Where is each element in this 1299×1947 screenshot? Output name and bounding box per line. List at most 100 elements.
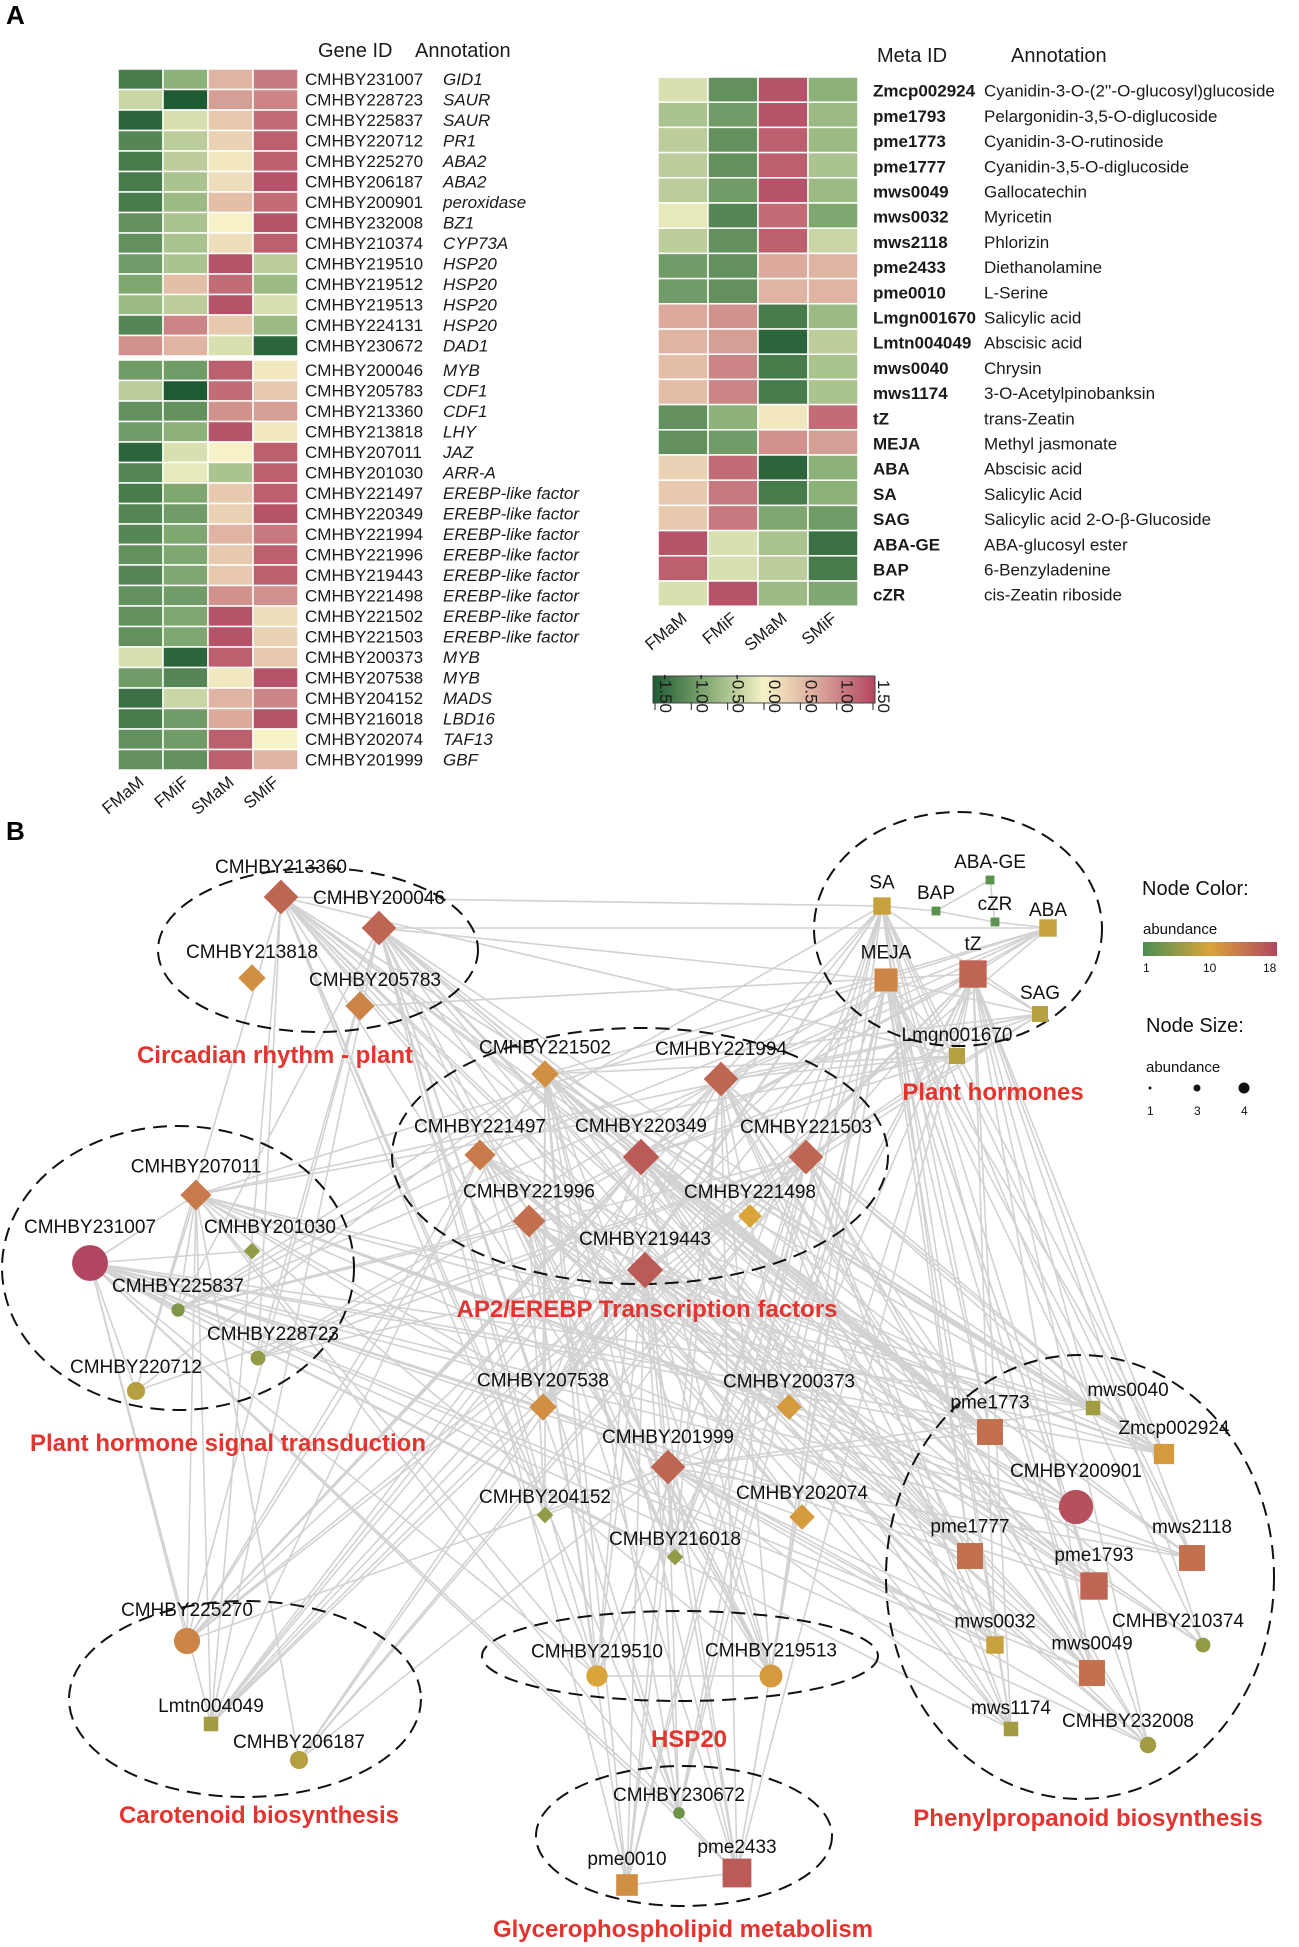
heatmap-cell xyxy=(207,420,254,443)
network-node xyxy=(173,1627,201,1655)
network-edge xyxy=(640,1156,996,1646)
network-node-label: CMHBY232008 xyxy=(1062,1711,1194,1732)
heatmap-cell xyxy=(162,420,209,443)
row-annotation-label: HSP20 xyxy=(443,316,497,335)
heatmap-cell xyxy=(162,359,209,382)
heatmap-cell xyxy=(162,170,209,193)
row-id-label: tZ xyxy=(873,409,889,428)
heatmap-cell xyxy=(707,580,759,607)
group-label: Carotenoid biosynthesis xyxy=(119,1802,399,1829)
heatmap-cell xyxy=(707,277,759,305)
network-edge xyxy=(195,1194,544,1408)
network-edge xyxy=(378,927,887,981)
network-node xyxy=(776,1394,802,1420)
row-id-label: CMHBY204152 xyxy=(305,689,423,708)
row-id-label: CMHBY207538 xyxy=(305,668,423,687)
heatmap-cell xyxy=(807,101,859,129)
network-edge xyxy=(667,1466,1149,1746)
row-annotation-label: Salicylic Acid xyxy=(984,485,1082,504)
network-edge xyxy=(596,1269,646,1677)
heatmap-cell xyxy=(707,555,759,582)
heatmap-cell xyxy=(757,555,809,582)
network-node-label: MEJA xyxy=(861,943,912,964)
network-node xyxy=(759,1664,783,1688)
row-annotation-label: MYB xyxy=(443,361,480,380)
group-boundary xyxy=(535,1765,833,1907)
network-edge xyxy=(257,973,974,1359)
network-edge xyxy=(89,1262,1193,1559)
heatmap-cell xyxy=(252,461,299,484)
network-node xyxy=(788,1139,824,1175)
network-legend: Node Color: abundance 1 10 18 Node Size:… xyxy=(1142,878,1277,1118)
network-node xyxy=(531,1060,559,1088)
color-scale-tick-label: 0.50 xyxy=(801,680,820,713)
heatmap-cell xyxy=(207,625,254,648)
heatmap-cell xyxy=(162,150,209,173)
heatmap-cell xyxy=(657,303,709,330)
network-node xyxy=(345,991,375,1021)
heatmap-cell xyxy=(252,150,299,173)
heatmap-cell xyxy=(207,359,254,382)
heatmap-cell xyxy=(117,109,164,132)
heatmap-cell xyxy=(757,177,809,204)
network-edge xyxy=(195,1194,1094,1409)
network-edge xyxy=(89,1262,680,1814)
heatmap-cell xyxy=(807,328,859,355)
row-annotation-label: Cyanidin-3,5-O-diglucoside xyxy=(984,157,1189,176)
color-scale-tick-label: -1.50 xyxy=(656,674,675,713)
heatmap-cell xyxy=(207,666,254,689)
row-annotation-label: DAD1 xyxy=(443,336,488,355)
heatmap-cell xyxy=(707,202,759,229)
network-node xyxy=(263,879,299,915)
network-edge xyxy=(644,1269,1204,1646)
heatmap-cell xyxy=(117,273,164,296)
heatmap-cell xyxy=(207,502,254,525)
network-edge xyxy=(378,927,544,1408)
heatmap-cell xyxy=(252,584,299,607)
network-edge xyxy=(479,927,1049,1156)
network-edge xyxy=(195,1194,1165,1455)
heatmap-cell xyxy=(117,625,164,648)
network-edge xyxy=(89,1262,1077,1508)
heatmap-cell xyxy=(757,328,809,355)
network-edge xyxy=(881,905,1095,1587)
network-node xyxy=(1032,1006,1048,1022)
group-boundary xyxy=(391,1027,889,1285)
network-node-label: CMHBY221497 xyxy=(414,1117,546,1138)
network-node-label: CMHBY225837 xyxy=(112,1276,244,1297)
heatmap-cell xyxy=(657,252,709,280)
heatmap-cell xyxy=(162,687,209,710)
network-edge xyxy=(544,1073,790,1408)
row-annotation-label: MYB xyxy=(443,648,480,667)
legend-size-dot-large xyxy=(1238,1082,1250,1094)
network-edge xyxy=(542,1406,669,1468)
heatmap-cell xyxy=(117,252,164,275)
network-node-label: pme1773 xyxy=(950,1393,1029,1414)
network-edge xyxy=(881,905,1193,1559)
row-annotation-label: EREBP-like factor xyxy=(443,627,580,646)
network-node xyxy=(949,1048,965,1064)
row-annotation-label: Methyl jasmonate xyxy=(984,434,1117,453)
group-boundary xyxy=(1,1125,355,1411)
heatmap-cell xyxy=(657,126,709,154)
network-node-label: CMHBY204152 xyxy=(479,1487,611,1508)
right-meta-id-header: Meta ID xyxy=(877,45,947,67)
heatmap-cell xyxy=(162,584,209,607)
column-label: FMaM xyxy=(641,609,690,655)
network-edge xyxy=(544,1073,1093,1674)
color-scale-tick-label: -1.00 xyxy=(692,674,711,713)
heatmap-cell xyxy=(707,454,759,481)
network-node-label: CMHBY221503 xyxy=(740,1117,872,1138)
network-edge xyxy=(881,905,1041,1015)
heatmap-cell xyxy=(207,109,254,132)
network-edge xyxy=(626,1872,738,1886)
row-annotation-label: LHY xyxy=(443,422,478,441)
network-edge xyxy=(640,1013,1041,1158)
network-edge xyxy=(177,927,380,1311)
row-annotation-label: Diethanolamine xyxy=(984,258,1102,277)
row-id-label: CMHBY231007 xyxy=(305,70,423,89)
network-edge xyxy=(678,905,883,1814)
network-edge xyxy=(644,1269,1012,1730)
heatmap-cell xyxy=(807,479,859,507)
